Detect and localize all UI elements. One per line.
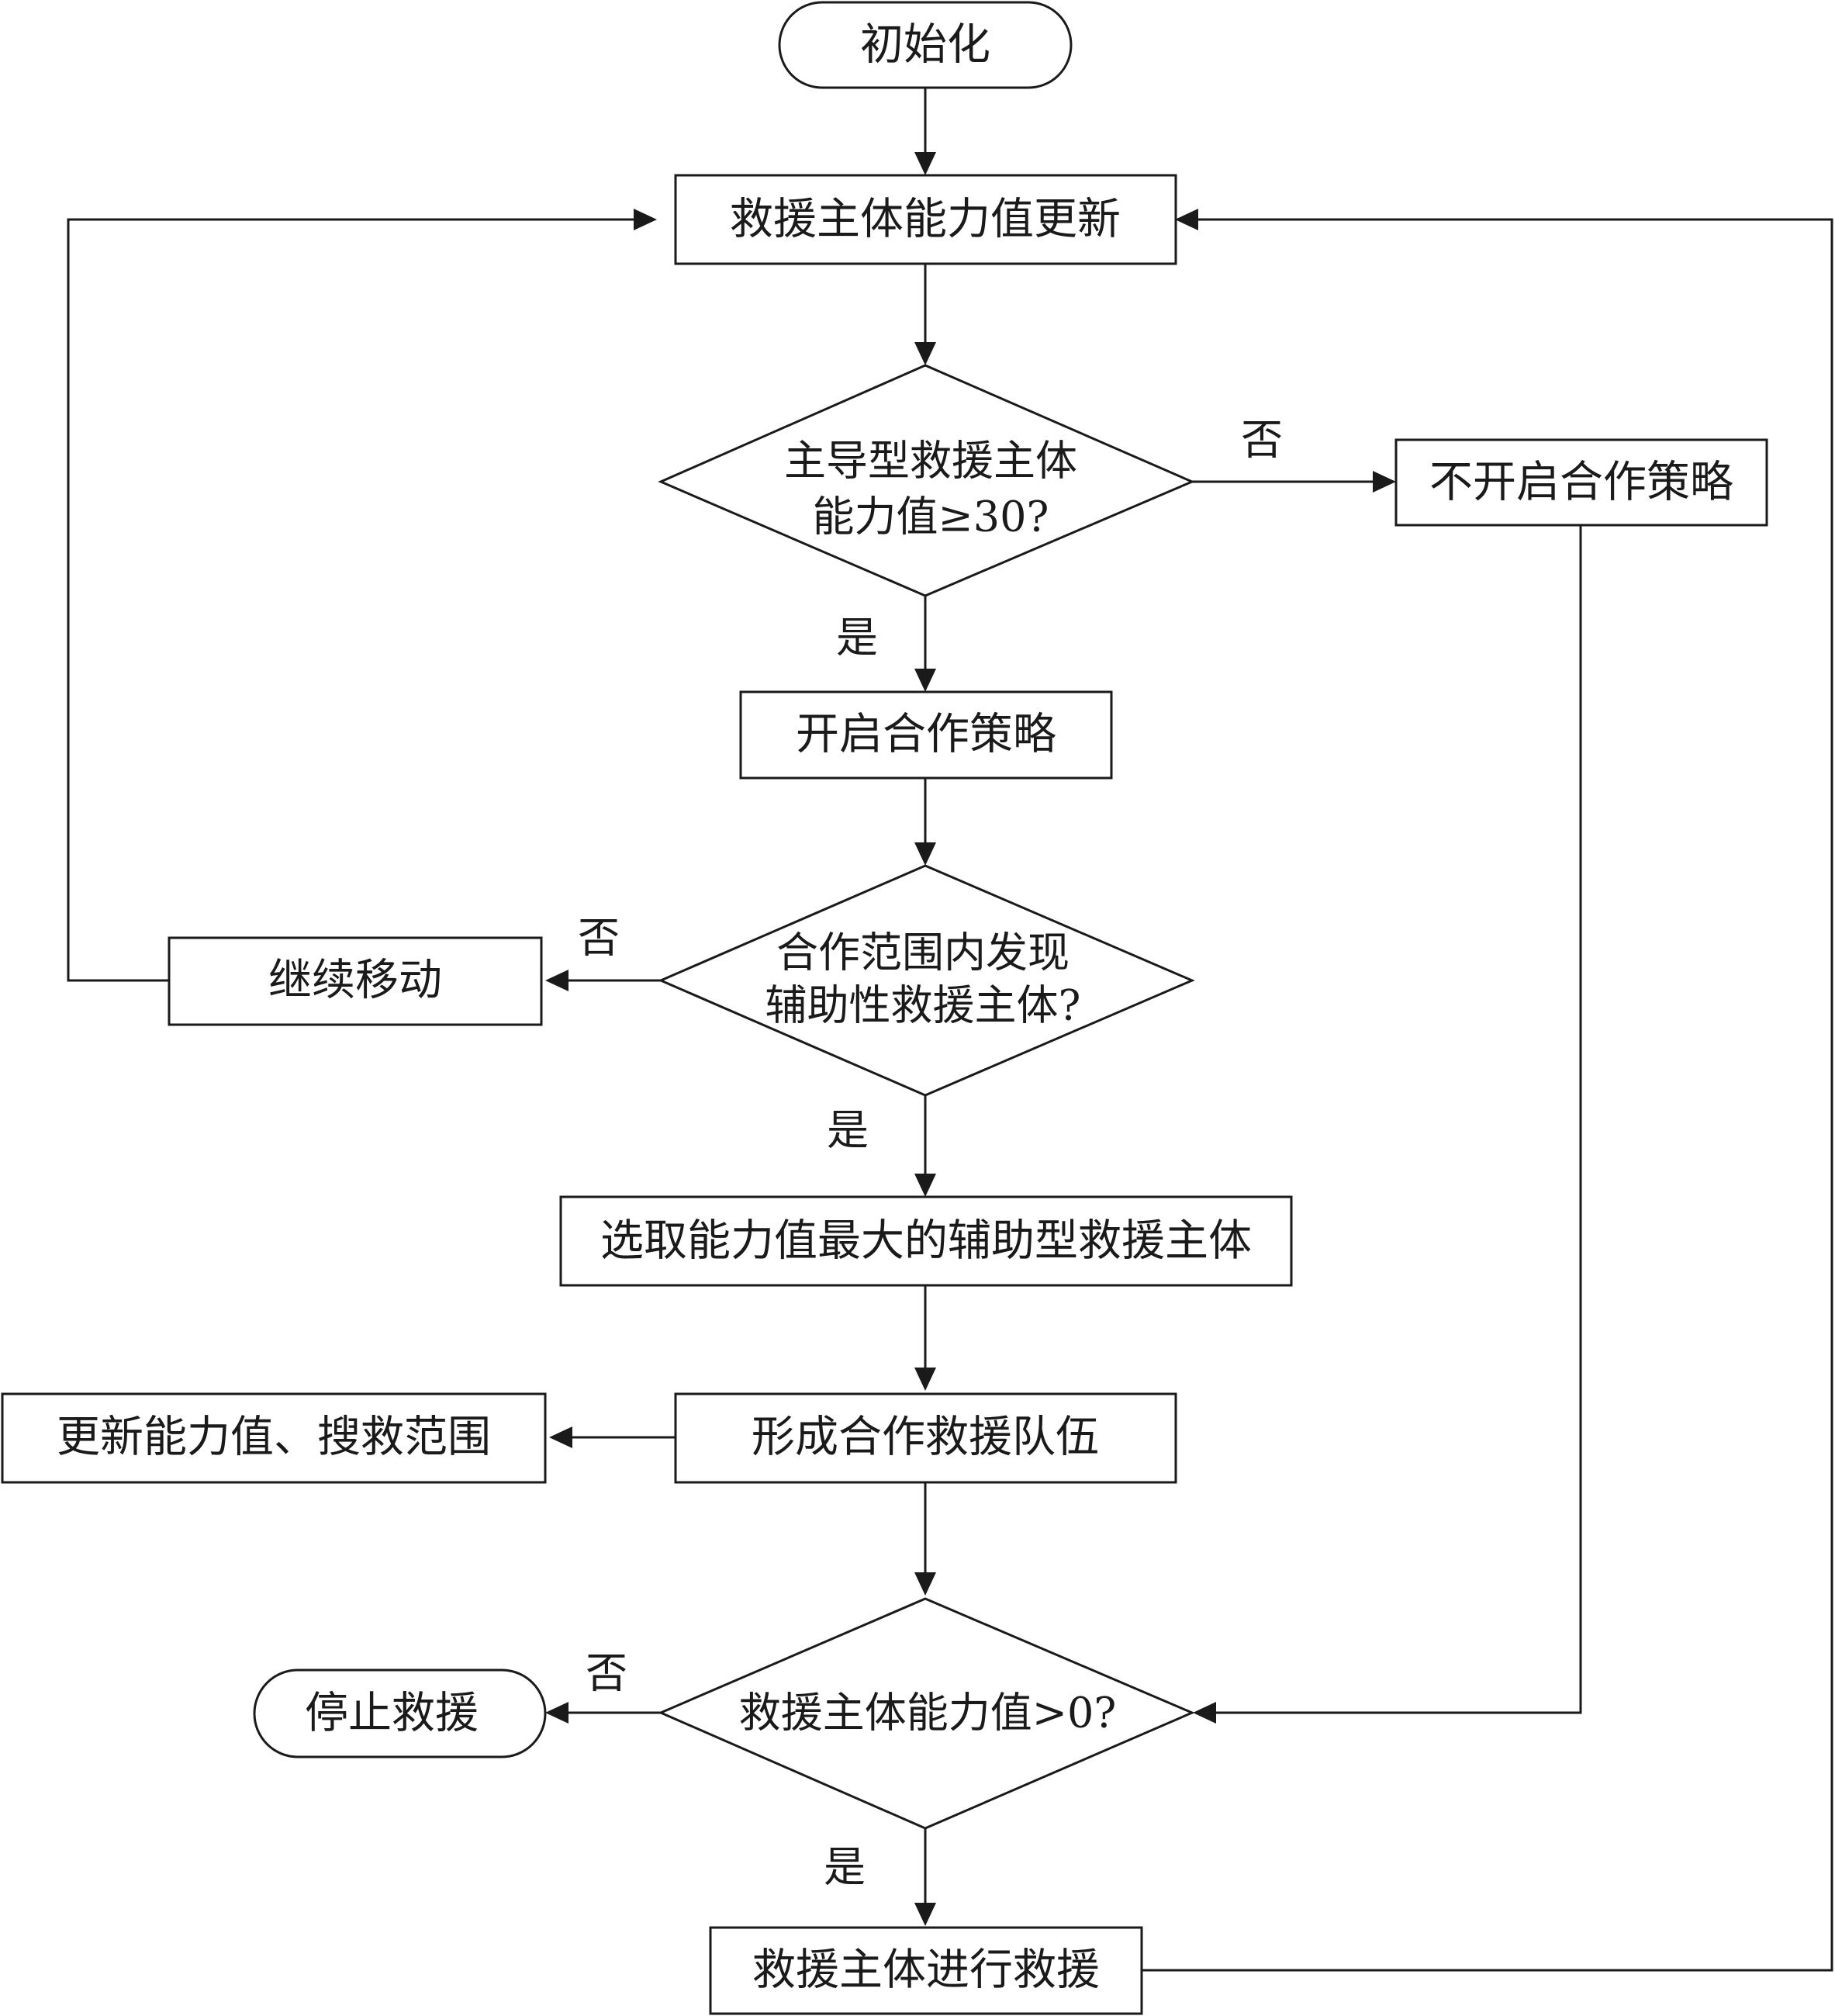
arrow-loop-to-update bbox=[634, 209, 657, 230]
node-update-range bbox=[1, 1392, 547, 1484]
label-decision1-yes: 是 bbox=[836, 614, 878, 662]
node-coop bbox=[739, 690, 1113, 780]
edge-nocoop-to-decision3 bbox=[1212, 525, 1582, 1714]
arrow-update-to-decision1 bbox=[914, 342, 936, 365]
node-form-team bbox=[674, 1392, 1177, 1484]
label-decision1-no: 否 bbox=[1241, 416, 1283, 465]
edge-rescue-loop-to-update bbox=[1142, 218, 1833, 1972]
arrow-decision3-to-rescue bbox=[914, 1903, 936, 1926]
edge-labels: 否 是 否 是 否 是 bbox=[578, 416, 1283, 1892]
node-coop-label: 开启合作策略 bbox=[796, 710, 1056, 760]
node-update bbox=[674, 174, 1177, 265]
node-no-coop bbox=[1394, 438, 1768, 527]
node-decision3-label: 救援主体能力值>0? bbox=[739, 1689, 1117, 1738]
arrow-select-to-formteam bbox=[914, 1368, 936, 1391]
node-form-team-label: 形成合作救援队伍 bbox=[752, 1413, 1099, 1463]
nodes: 初始化 救援主体能力值更新 主导型救援主体 能力值≥30? 不开启合作策略 开启… bbox=[1, 1, 1768, 2015]
label-decision2-yes: 是 bbox=[827, 1106, 869, 1155]
node-init bbox=[778, 1, 1073, 89]
connectors bbox=[67, 88, 1833, 1972]
arrow-decision2-to-keepmoving bbox=[545, 970, 568, 991]
label-decision2-no: 否 bbox=[578, 914, 620, 963]
label-decision3-yes: 是 bbox=[824, 1843, 866, 1892]
node-decision1-line1: 主导型救援主体 bbox=[784, 437, 1077, 486]
node-keep-moving-label: 继续移动 bbox=[268, 956, 442, 1006]
arrow-nocoop-to-decision3 bbox=[1193, 1702, 1216, 1724]
node-stop bbox=[253, 1668, 547, 1758]
arrow-decision1-to-nocoop bbox=[1373, 471, 1396, 493]
arrow-rescue-loop-to-update bbox=[1175, 209, 1198, 230]
node-update-label: 救援主体能力值更新 bbox=[730, 195, 1121, 245]
arrow-coop-to-decision2 bbox=[914, 842, 936, 866]
node-decision3 bbox=[658, 1597, 1195, 1830]
arrow-formteam-to-decision3 bbox=[914, 1572, 936, 1596]
label-decision3-no: 否 bbox=[586, 1649, 627, 1698]
node-decision2 bbox=[658, 864, 1195, 1097]
node-no-coop-label: 不开启合作策略 bbox=[1429, 458, 1733, 508]
edge-keepmoving-loop-to-update bbox=[67, 218, 638, 982]
arrow-decision3-to-stop bbox=[545, 1702, 568, 1724]
arrow-formteam-to-updaterange bbox=[549, 1426, 572, 1448]
node-keep-moving bbox=[168, 936, 543, 1026]
node-rescue-label: 救援主体进行救援 bbox=[752, 1945, 1100, 1996]
node-select bbox=[559, 1195, 1293, 1287]
arrow-decision1-to-coop bbox=[914, 669, 936, 692]
node-decision2-line2: 辅助性救援主体? bbox=[765, 981, 1081, 1030]
node-decision2-line1: 合作范围内发现 bbox=[776, 928, 1070, 977]
node-init-label: 初始化 bbox=[860, 20, 990, 71]
node-select-label: 选取能力值最大的辅助型救援主体 bbox=[600, 1216, 1252, 1267]
node-update-range-label: 更新能力值、搜救范围 bbox=[57, 1413, 491, 1463]
arrow-decision2-to-select bbox=[914, 1174, 936, 1197]
node-decision1 bbox=[658, 364, 1195, 597]
node-rescue bbox=[709, 1926, 1143, 2015]
node-decision1-line2: 能力值≥30? bbox=[813, 493, 1049, 541]
node-stop-label: 停止救援 bbox=[305, 1689, 479, 1739]
arrow-init-to-update bbox=[914, 152, 936, 175]
